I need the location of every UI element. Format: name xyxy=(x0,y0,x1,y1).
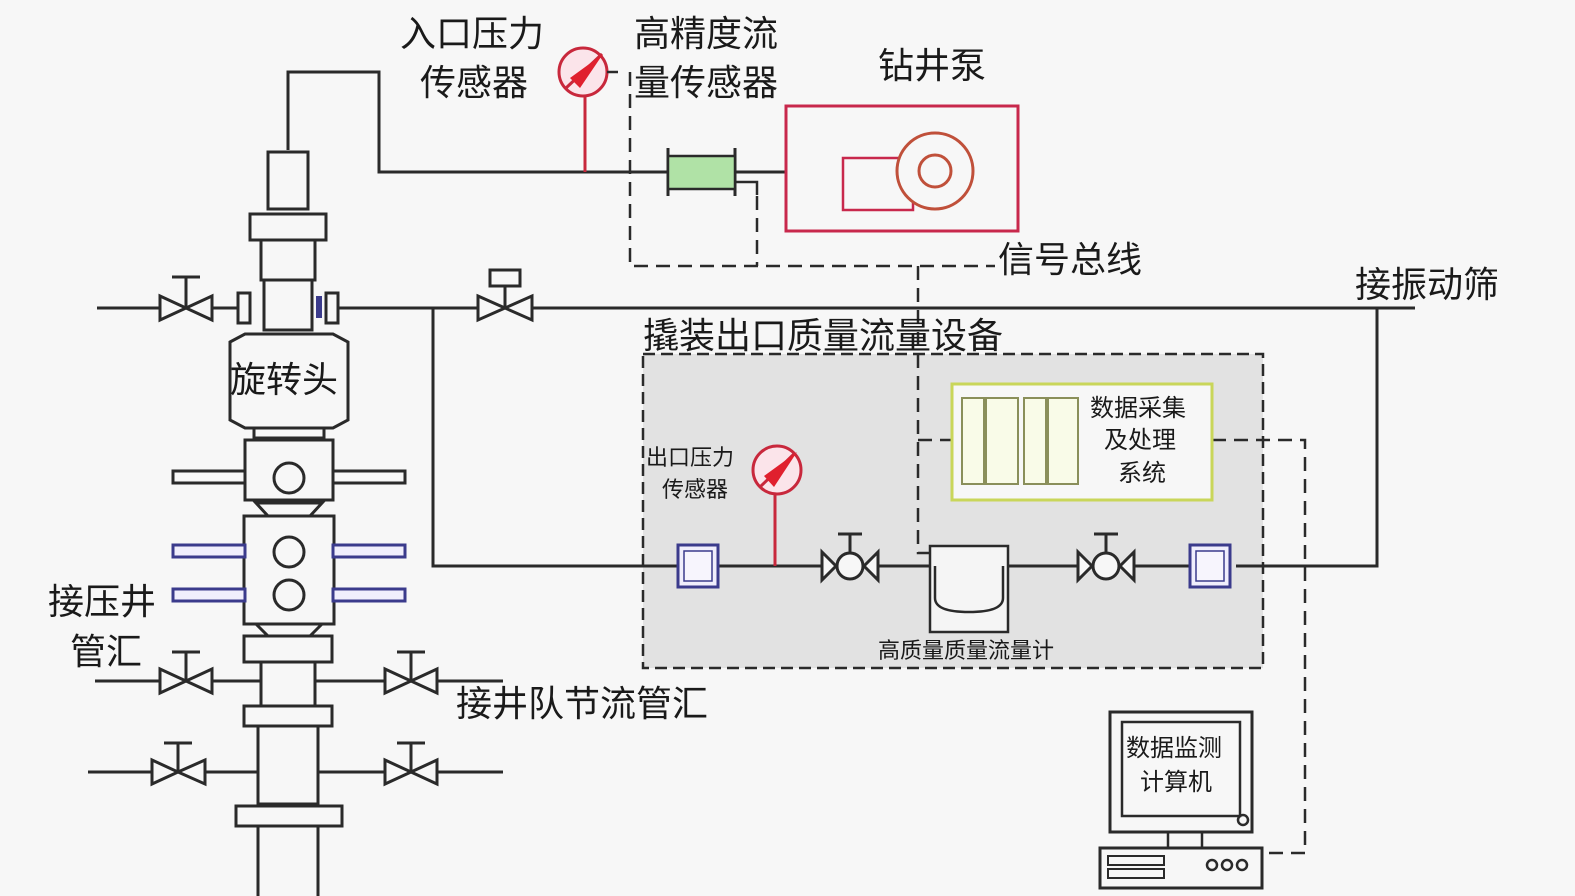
label-outlet-pressure-2: 传感器 xyxy=(662,478,728,503)
manual-valve-choke-upper[interactable] xyxy=(383,650,439,696)
manual-valve-top-left[interactable] xyxy=(158,275,214,323)
high-precision-flow-sensor xyxy=(666,148,759,196)
label-choke-manifold: 接井队节流管汇 xyxy=(456,684,708,725)
outlet-flange-skid xyxy=(1188,543,1232,589)
label-inlet-pressure-2: 传感器 xyxy=(420,63,528,104)
skid-return-line xyxy=(1236,308,1379,568)
label-coriolis-meter: 高质量质量流量计 xyxy=(878,639,1054,664)
coriolis-flowmeter xyxy=(928,544,1010,634)
pump-discharge-line xyxy=(286,70,668,174)
wellhead-stack xyxy=(228,150,350,896)
label-daq-2: 及处理 xyxy=(1104,426,1176,454)
flow-sensor-body xyxy=(666,154,737,191)
bus-to-meter-line xyxy=(916,266,930,555)
manual-valve-choke-lower[interactable] xyxy=(383,741,439,787)
label-outlet-pressure-1: 出口压力 xyxy=(646,446,734,471)
rotating-head xyxy=(228,332,350,430)
label-rotating-head: 旋转头 xyxy=(230,360,338,401)
bypass-to-skid xyxy=(431,308,678,568)
inlet-flange-skid xyxy=(676,543,720,589)
label-flow-sensor-2: 量传感器 xyxy=(634,63,778,104)
label-drilling-pump: 钻井泵 xyxy=(878,46,986,87)
label-inlet-pressure-1: 入口压力 xyxy=(400,14,544,55)
label-computer-1: 数据监测 xyxy=(1126,734,1222,762)
label-daq-1: 数据采集 xyxy=(1090,394,1186,422)
pump-impeller-icon xyxy=(895,131,975,211)
manual-valve-kill-upper[interactable] xyxy=(158,650,214,696)
label-skid: 撬装出口质量流量设备 xyxy=(643,316,1003,357)
drilling-pump xyxy=(784,104,1020,233)
outlet-pressure-sensor xyxy=(751,444,803,566)
ball-valve-1[interactable] xyxy=(820,532,880,584)
label-flow-sensor-1: 高精度流 xyxy=(634,14,778,55)
daq-to-computer-line xyxy=(1212,438,1307,855)
actuated-valve[interactable] xyxy=(476,268,534,323)
label-computer-2: 计算机 xyxy=(1140,768,1212,796)
ball-valve-2[interactable] xyxy=(1076,532,1136,584)
label-kill-manifold-1: 接压井 xyxy=(48,582,156,623)
side-outlets xyxy=(171,469,407,603)
monitoring-computer xyxy=(1098,710,1264,890)
label-signal-bus: 信号总线 xyxy=(998,240,1142,281)
label-kill-manifold-2: 管汇 xyxy=(70,632,142,673)
manual-valve-kill-lower[interactable] xyxy=(150,741,207,787)
label-daq-3: 系统 xyxy=(1118,459,1166,487)
inlet-pressure-sensor xyxy=(557,46,618,172)
daq-system xyxy=(950,382,1214,502)
label-to-shaker: 接振动筛 xyxy=(1355,265,1499,306)
